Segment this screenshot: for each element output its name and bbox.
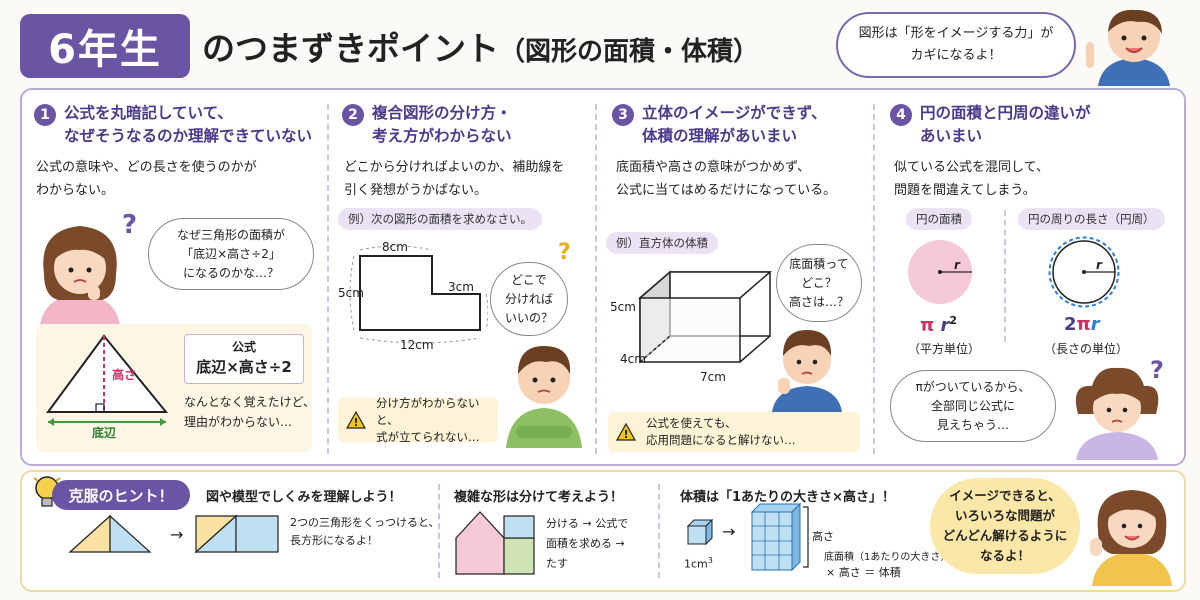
- point-2-warning: ! 分け方がわからないと、 式が立てられない…: [338, 396, 498, 444]
- point-2-warning-text: 分け方がわからないと、 式が立てられない…: [376, 395, 480, 444]
- volume-base-label: 底面積（1あたりの大きさ）: [824, 552, 951, 563]
- arrow-icon: →: [722, 522, 736, 541]
- circumference-tag: 円の周りの長さ（円周）: [1018, 208, 1165, 230]
- unit-cube-label: 1cm3: [684, 556, 713, 571]
- girl-confused-illustration: [1075, 367, 1159, 460]
- warning-icon: !: [616, 423, 636, 441]
- triangle-height-label: 高さ: [112, 368, 137, 382]
- radius-symbol: r: [940, 315, 950, 336]
- height-bracket: [803, 506, 809, 568]
- point-2-number: 2: [342, 104, 364, 126]
- point-3-number: 3: [612, 104, 634, 126]
- page-title-main: のつまずきポイント: [202, 29, 499, 68]
- unit-cube-figure: [686, 518, 714, 546]
- point-1-title: 公式を丸暗記していて、 なぜそうなるのか理解できていない: [64, 104, 313, 145]
- circle-area-figure: [908, 240, 972, 304]
- volume-equation: × 高さ ＝ 体積: [826, 566, 901, 579]
- circle-area-formula: π r2: [920, 314, 957, 336]
- point-1-text: 公式の意味や、どの長さを使うのかが わからない。: [36, 160, 257, 198]
- formula-box: 公式 底辺×高さ÷2: [184, 334, 304, 384]
- pi-symbol: π: [1076, 314, 1091, 335]
- circumference-figure: [1048, 236, 1120, 308]
- split-shape-figure: [455, 511, 535, 575]
- cuboid-height-label: 5cm: [610, 300, 636, 314]
- point-1-note: なんとなく覚えたけど、 理由がわからない…: [184, 395, 316, 429]
- triangle-base-label: 底辺: [92, 426, 117, 440]
- point-3-thought-bubble: 底面積って どこ？ 高さは…？: [776, 244, 862, 322]
- point-4-title: 円の面積と円周の違いが あいまい: [920, 104, 1091, 145]
- cheer-bubble: イメージできると、 いろいろな問題が どんどん解けるように なるよ！: [930, 478, 1080, 574]
- grade-badge: 6年生: [20, 14, 190, 78]
- svg-text:→: →: [170, 525, 183, 544]
- circumference-formula: 2πr: [1064, 314, 1100, 335]
- formula-text: 底辺×高さ÷2: [196, 358, 292, 376]
- question-mark-icon: ?: [558, 240, 571, 265]
- hint-divider-2: [658, 484, 660, 578]
- circle-area-tag: 円の面積: [906, 208, 972, 230]
- two-symbol: 2: [1064, 314, 1077, 335]
- cuboid-figure: [637, 270, 773, 364]
- svg-text:!: !: [353, 416, 358, 429]
- boy-crossed-arms-illustration: [506, 346, 582, 448]
- stacked-cubes-figure: [750, 502, 802, 572]
- page-title-sub: （図形の面積・体積）: [499, 37, 760, 67]
- l-shape-left-label: 5cm: [338, 286, 364, 300]
- hint-badge: 克服のヒント！: [52, 480, 190, 510]
- triangles-to-rectangle-figure: →: [68, 514, 279, 554]
- cuboid-width-label: 7cm: [700, 370, 726, 384]
- radius-symbol: r: [1090, 314, 1100, 335]
- hint-2-title: 複雑な形は分けて考えよう！: [454, 490, 624, 505]
- header-speech-bubble: 図形は「形をイメージする力」が カギになるよ！: [836, 12, 1076, 78]
- point-2-thought-bubble: どこで 分ければ いいの？: [490, 262, 568, 336]
- column-divider-2: [595, 104, 597, 454]
- hint-1-title: 図や模型でしくみを理解しよう！: [206, 490, 402, 505]
- column-divider-1: [327, 104, 329, 454]
- point-1-thought-bubble: なぜ三角形の面積が 「底辺×高さ÷2」 になるのかな…？: [148, 218, 314, 290]
- circumference-radius-label: r: [1096, 258, 1102, 272]
- girl-cheering-illustration: [1090, 490, 1172, 586]
- point-2-text: どこから分ければよいのか、補助線を 引く発想がうかばない。: [344, 160, 565, 198]
- point-3-title: 立体のイメージができず、 体積の理解があいまい: [642, 104, 827, 145]
- point-4-text: 似ている公式を混同して、 問題を間違えてしまう。: [894, 160, 1049, 198]
- warning-icon: !: [346, 411, 366, 429]
- hint-1-text: 2つの三角形をくっつけると、 長方形になるよ！: [290, 516, 440, 547]
- l-shape-right-label: 3cm: [448, 280, 474, 294]
- page-title: のつまずきポイント（図形の面積・体積）: [202, 22, 759, 70]
- question-mark-icon: ?: [1150, 356, 1164, 384]
- point-4-number: 4: [890, 104, 912, 126]
- boy-thinking-illustration: [772, 330, 842, 412]
- point-3-example-tag: 例）直方体の体積: [606, 232, 718, 254]
- point-1-number: 1: [34, 104, 56, 126]
- point-3-text: 底面積や高さの意味がつかめず、 公式に当てはめるだけになっている。: [616, 160, 837, 198]
- column-divider-3: [873, 104, 875, 454]
- unit-cube-exp: 3: [707, 556, 713, 565]
- point-3-warning-text: 公式を使えても、 応用問題になると解けない…: [646, 416, 796, 447]
- hint-divider-1: [438, 484, 440, 578]
- boy-header-illustration: [1086, 9, 1170, 86]
- hint-3-title: 体積は「1あたりの大きさ×高さ」！: [680, 490, 895, 505]
- stacked-height-label: 高さ: [812, 530, 834, 543]
- exponent: 2: [949, 314, 958, 327]
- cuboid-depth-label: 4cm: [620, 352, 646, 366]
- circle-divider: [1004, 210, 1006, 342]
- point-3-warning: ! 公式を使えても、 応用問題になると解けない…: [608, 412, 860, 452]
- formula-label: 公式: [231, 340, 256, 354]
- circle-area-unit: （平方単位）: [908, 342, 981, 356]
- point-4-thought-bubble: πがついているから、 全部同じ公式に 見えちゃう…: [890, 370, 1056, 442]
- unit-cube-unit: 1cm: [684, 557, 708, 571]
- l-shape-bottom-label: 12cm: [400, 338, 434, 352]
- girl-thinking-illustration: [40, 226, 120, 326]
- point-2-title: 複合図形の分け方・ 考え方がわからない: [372, 104, 512, 145]
- question-mark-icon: ?: [122, 210, 138, 240]
- svg-text:!: !: [623, 428, 628, 441]
- point-2-example-tag: 例）次の図形の面積を求めなさい。: [338, 208, 542, 230]
- l-shape-figure: [349, 245, 488, 344]
- circumference-unit: （長さの単位）: [1044, 342, 1129, 356]
- hint-2-text: 分ける → 公式で 面積を求める → たす: [546, 517, 629, 570]
- circle-area-radius-label: r: [954, 258, 960, 272]
- triangle-figure: [46, 334, 169, 426]
- l-shape-top-label: 8cm: [382, 240, 408, 254]
- pi-symbol: π: [920, 315, 935, 336]
